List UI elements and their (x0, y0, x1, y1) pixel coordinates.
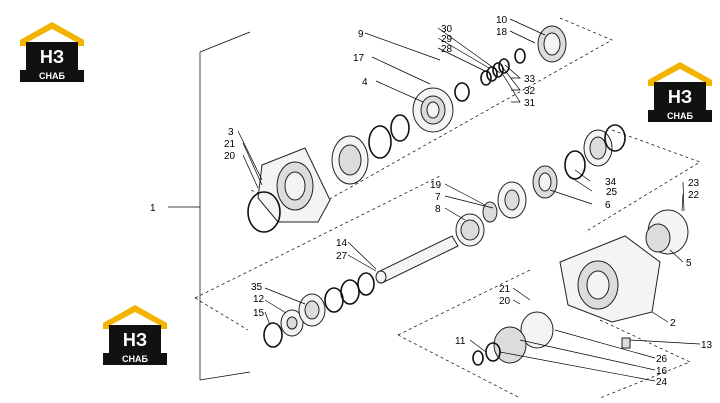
callout-labels: 1 2 3 4 5 6 7 8 9 10 11 12 13 14 15 16 1… (150, 15, 713, 388)
callout-8: 8 (435, 204, 441, 215)
callout-29: 29 (441, 34, 453, 45)
callout-13: 13 (701, 340, 713, 351)
callout-9: 9 (358, 29, 364, 40)
svg-text:НЗ: НЗ (668, 87, 692, 107)
callout-24: 24 (656, 377, 668, 388)
callout-19: 19 (430, 180, 442, 191)
callout-18: 18 (496, 27, 508, 38)
leader-lines (237, 18, 701, 382)
ring-lower-3 (357, 272, 375, 296)
callout-11: 11 (455, 336, 466, 347)
callout-30: 30 (441, 24, 453, 35)
shaft-14 (375, 235, 459, 284)
seal-15 (263, 322, 283, 348)
hub-7 (497, 181, 527, 219)
callout-25: 25 (606, 187, 618, 198)
callout-16: 16 (656, 366, 668, 377)
callout-23: 23 (688, 178, 700, 189)
o-ring-4 (390, 114, 410, 142)
callout-34: 34 (605, 177, 617, 188)
watermark-logo-bottom-left: НЗ СНАБ (103, 305, 167, 365)
gear-small (482, 201, 498, 223)
spring-stack (480, 58, 510, 86)
svg-text:СНАБ: СНАБ (667, 111, 693, 121)
callout-5: 5 (686, 258, 692, 269)
callout-27: 27 (336, 251, 348, 262)
callout-22: 22 (688, 190, 700, 201)
callout-2: 2 (670, 318, 676, 329)
callout-35: 35 (251, 282, 263, 293)
washer-9 (454, 82, 470, 102)
callout-21-lower: 21 (499, 284, 511, 295)
callout-10: 10 (496, 15, 508, 26)
bearing-35 (298, 293, 326, 327)
cover-5 (645, 209, 689, 255)
gear-10 (537, 25, 567, 63)
callout-4: 4 (362, 77, 368, 88)
callout-33: 33 (524, 74, 536, 85)
disc-16 (493, 326, 527, 364)
bearing-left (331, 135, 369, 185)
callout-17: 17 (353, 53, 365, 64)
bearing-8 (455, 213, 485, 247)
ring-34 (564, 150, 586, 180)
watermark-logo-top-left: НЗ СНАБ (20, 22, 84, 82)
seal-12 (280, 309, 304, 337)
callout-14: 14 (336, 238, 348, 249)
plate-26 (520, 311, 554, 349)
ring-18 (514, 48, 526, 64)
svg-text:СНАБ: СНАБ (122, 354, 148, 364)
svg-text:СНАБ: СНАБ (39, 71, 65, 81)
callout-20-upper: 20 (224, 151, 236, 162)
ring-right (604, 124, 626, 152)
callout-21-upper: 21 (224, 139, 236, 150)
housing-cover (257, 147, 331, 223)
callout-15: 15 (253, 308, 265, 319)
bearing-17 (412, 87, 454, 133)
callout-26: 26 (656, 354, 668, 365)
callout-28: 28 (441, 44, 453, 55)
assembly-bracket (168, 31, 251, 381)
callout-1: 1 (150, 203, 156, 214)
snap-ring (368, 125, 392, 159)
watermark-logo-right: НЗ СНАБ (648, 62, 712, 122)
callout-3: 3 (228, 127, 234, 138)
callout-12: 12 (253, 294, 265, 305)
ring-lower-2 (340, 279, 360, 305)
plug-13 (621, 337, 631, 349)
callout-7: 7 (435, 192, 441, 203)
callout-31: 31 (524, 98, 536, 109)
o-ring-large (247, 191, 281, 233)
svg-text:НЗ: НЗ (40, 47, 64, 67)
gear-6 (532, 165, 558, 199)
svg-text:НЗ: НЗ (123, 330, 147, 350)
callout-20-lower: 20 (499, 296, 511, 307)
ring-11 (472, 350, 484, 366)
callout-6: 6 (605, 200, 611, 211)
callout-32: 32 (524, 86, 536, 97)
main-housing-2 (559, 235, 661, 323)
